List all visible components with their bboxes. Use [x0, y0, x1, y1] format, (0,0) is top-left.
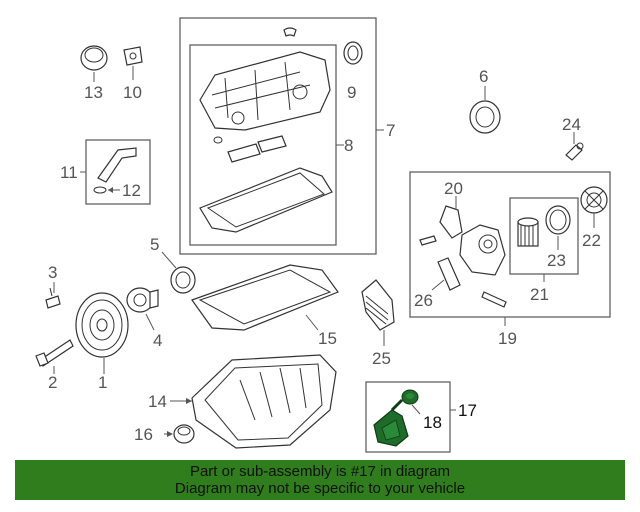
oil-filler-cap-part [80, 45, 108, 71]
callout-5: 5 [150, 235, 159, 254]
callout-9: 9 [347, 83, 356, 102]
small-gasket-part [123, 46, 143, 66]
crank-seal-part [469, 100, 501, 134]
callout-18: 18 [423, 413, 442, 432]
filter-element-part [517, 217, 539, 247]
callout-14: 14 [148, 392, 167, 411]
callout-17: 17 [458, 401, 477, 420]
front-seal-part [170, 266, 196, 294]
highlighted-part-box [365, 381, 451, 453]
long-bolt-part [35, 339, 74, 367]
oil-filter-group-box [409, 171, 611, 318]
callout-20: 20 [444, 179, 463, 198]
callout-26: 26 [414, 291, 433, 310]
banner-line-2: Diagram may not be specific to your vehi… [174, 480, 466, 497]
callout-11: 11 [60, 163, 78, 182]
callout-15: 15 [318, 329, 337, 348]
banner-line-1: Part or sub-assembly is #17 in diagram [189, 463, 451, 480]
callout-19: 19 [498, 329, 517, 348]
callout-22: 22 [582, 231, 601, 250]
callout-3: 3 [48, 263, 57, 282]
oil-pan-part [191, 354, 337, 449]
callout-8: 8 [344, 136, 353, 155]
sensor-part [565, 142, 584, 161]
oil-pan-gasket-part [191, 264, 339, 331]
callout-16: 16 [134, 425, 153, 444]
bolt-part-3 [45, 287, 61, 309]
valve-cover-part [199, 27, 331, 131]
crank-pulley-part [75, 292, 129, 358]
oil-level-sensor-seal-part [401, 389, 419, 405]
bracket-part [439, 205, 463, 239]
callout-25: 25 [372, 349, 391, 368]
callout-24: 24 [562, 115, 581, 134]
callout-23: 23 [547, 251, 566, 270]
filter-cap-part [580, 186, 608, 214]
valve-cover-gasket-part [199, 135, 333, 233]
callout-13: 13 [84, 83, 103, 102]
callout-6: 6 [479, 67, 488, 86]
oil-level-sensor-part [373, 398, 409, 447]
callout-12: 12 [122, 181, 141, 200]
drain-plug-part [173, 424, 195, 444]
oil-filter-housing-part [459, 224, 506, 276]
callout-4: 4 [153, 331, 162, 350]
callout-2: 2 [48, 373, 57, 392]
valve-cover-group-box [179, 17, 377, 255]
callout-1: 1 [98, 373, 107, 392]
callout-7: 7 [386, 121, 395, 140]
seal-ring-part [343, 41, 363, 65]
oil-cooler-part [361, 279, 395, 331]
hub-part [126, 287, 159, 313]
callout-21: 21 [530, 285, 549, 304]
info-banner: Part or sub-assembly is #17 in diagram D… [15, 460, 625, 500]
hose-part [97, 147, 137, 183]
callout-10: 10 [123, 83, 142, 102]
